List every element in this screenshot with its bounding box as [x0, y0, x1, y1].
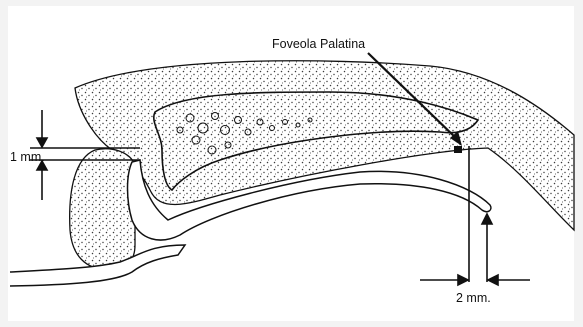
foveola-mark [454, 146, 462, 153]
two-mm-label: 2 mm. [456, 292, 491, 305]
foveola-palatina-label: Foveola Palatina [272, 38, 365, 51]
one-mm-label: 1 mm. [10, 151, 45, 164]
alveolar-tissue [70, 149, 135, 270]
